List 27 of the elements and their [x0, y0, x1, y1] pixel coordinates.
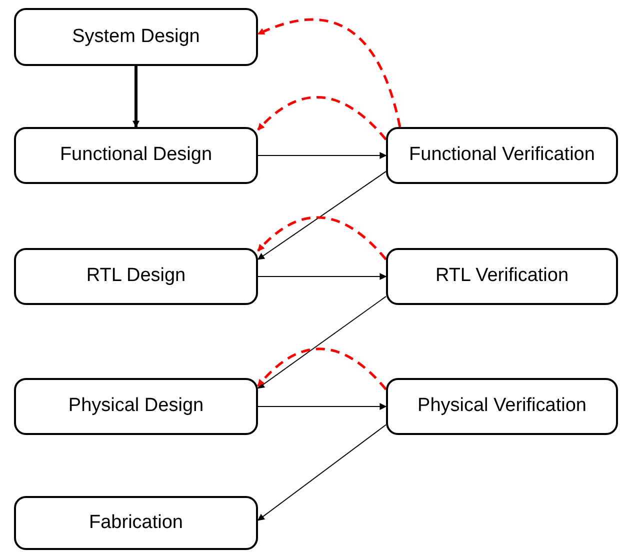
box-label: Functional Verification	[409, 143, 595, 168]
box-label: Functional Design	[60, 143, 212, 168]
arrow	[257, 348, 387, 390]
box-label: RTL Verification	[435, 264, 569, 288]
box-label: System Design	[72, 24, 200, 49]
arrow	[257, 18, 402, 128]
arrow	[258, 152, 387, 159]
arrow	[257, 424, 386, 521]
process-box	[14, 8, 258, 66]
process-box	[14, 496, 258, 550]
process-box	[386, 378, 618, 435]
process-box	[386, 127, 618, 184]
arrow	[257, 96, 387, 140]
arrow	[257, 296, 386, 389]
arrow	[257, 170, 386, 260]
box-label: RTL Design	[86, 264, 186, 288]
arrow	[258, 273, 387, 280]
process-box	[14, 248, 258, 305]
process-box	[386, 248, 618, 305]
box-label: Physical Design	[68, 394, 204, 418]
arrow	[132, 66, 140, 128]
box-label: Fabrication	[89, 510, 183, 535]
process-box	[14, 378, 258, 435]
arrow	[257, 216, 387, 260]
process-box	[14, 127, 258, 184]
box-label: Physical Verification	[418, 394, 586, 418]
arrow	[258, 403, 387, 410]
